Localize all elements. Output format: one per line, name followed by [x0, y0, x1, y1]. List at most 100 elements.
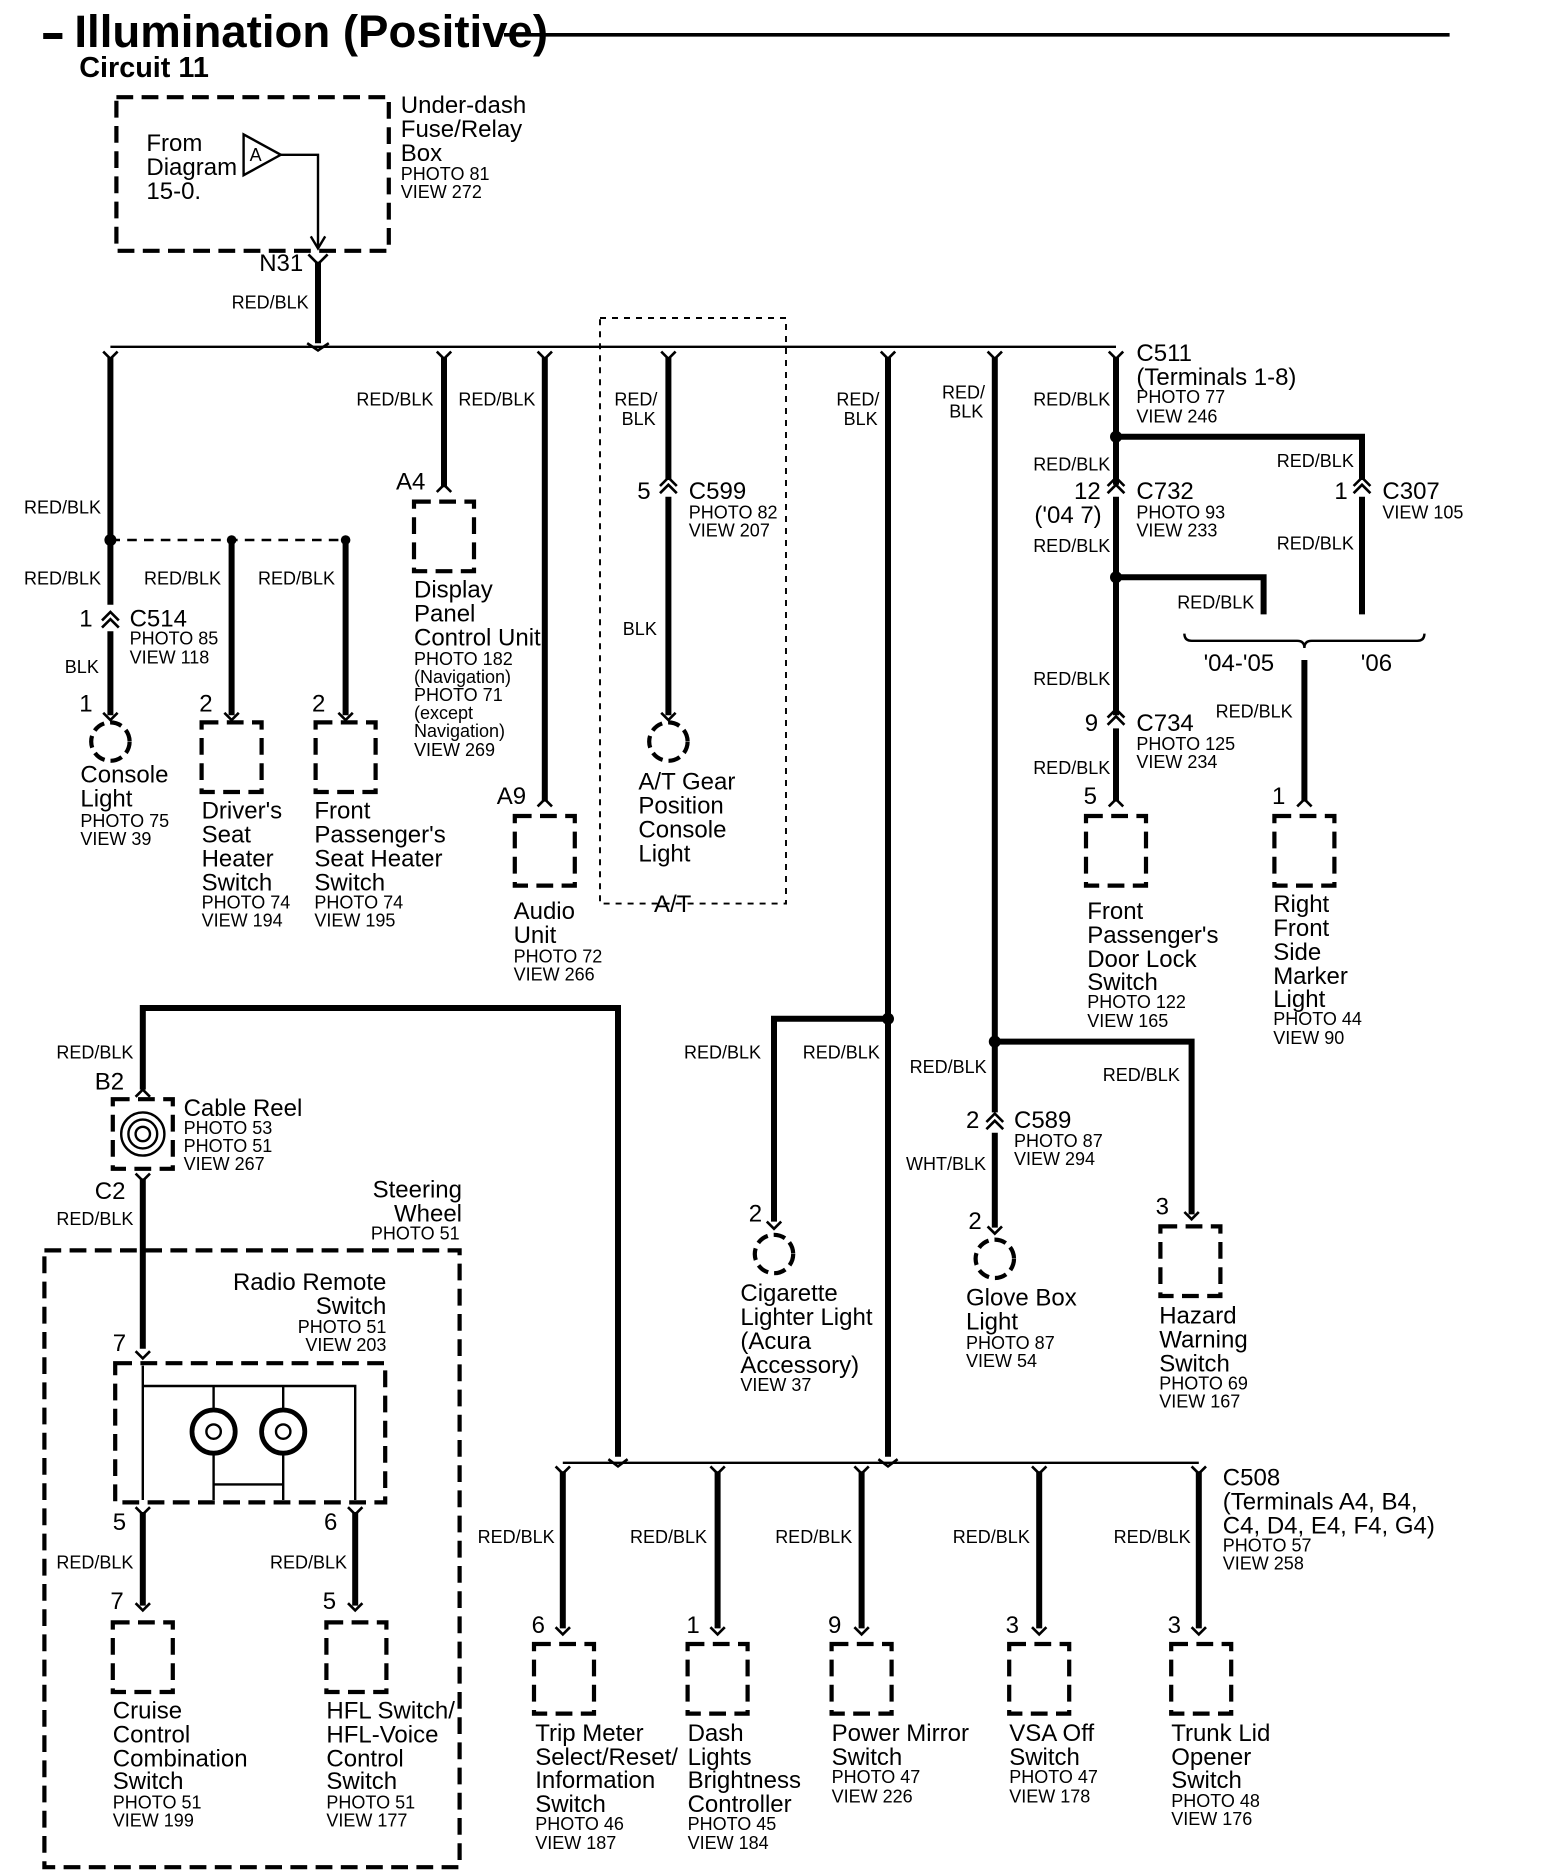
driver-seat-pin: 2 [199, 691, 212, 718]
wire-cable-feed [139, 1005, 622, 1457]
wire-label-dash: RED/BLK [630, 1527, 707, 1547]
c589-name: C589 [1014, 1107, 1071, 1134]
c599-pin: 5 [637, 478, 650, 505]
cable-reel-name: Cable Reel [184, 1095, 303, 1122]
wire-label-glove: RED/BLK [942, 382, 985, 421]
year-brace [1183, 633, 1426, 649]
c511-name: C511 [1136, 340, 1192, 367]
c514-name: C514 [130, 605, 187, 632]
hazard-warning-switch [1158, 1224, 1223, 1299]
c732-connector-icon [1106, 475, 1126, 495]
wire-label-cruise: RED/BLK [56, 1552, 133, 1572]
at-label: A/T [654, 891, 692, 918]
wire-label-fpdl-branch: RED/BLK [1177, 592, 1254, 612]
driver-seat-heater-switch [199, 720, 264, 795]
rfsm-pin: 1 [1272, 783, 1285, 810]
wire-label-c732-low: RED/BLK [1033, 536, 1110, 556]
wire-label-driver-seat: RED/BLK [144, 568, 221, 588]
steering-wheel-box [42, 1248, 462, 1870]
wire-label-cable-top: RED/BLK [56, 1042, 133, 1062]
cig-pin-icon [765, 1220, 783, 1231]
rfsm-pin-icon [1296, 797, 1313, 808]
cruise-control-switch [110, 1620, 175, 1695]
hfl-pin: 5 [323, 1588, 336, 1615]
radio-remote-pin-top: 7 [113, 1330, 126, 1357]
pass-seat-pin: 2 [312, 691, 325, 718]
wire-label-trunk: RED/BLK [1114, 1527, 1191, 1547]
c508-sub: (Terminals A4, B4,C4, D4, E4, F4, G4) [1223, 1489, 1435, 1540]
wire-label-glove-top: RED/BLK [910, 1057, 987, 1077]
trunk-lid-opener-switch [1169, 1641, 1234, 1716]
dash-pin-icon [709, 1626, 726, 1637]
cruise-pin-icon [134, 1602, 151, 1613]
from-diagram-arrow-icon [242, 132, 284, 178]
c307-ref: VIEW 105 [1382, 502, 1463, 522]
cable-reel-box [110, 1097, 175, 1171]
pass-seat-pin-icon [337, 711, 354, 722]
fpdl-pin-icon [1107, 797, 1125, 808]
audio-pin: A9 [497, 783, 526, 810]
cig-pin: 2 [749, 1201, 762, 1228]
at-box [599, 317, 787, 905]
wire-0405-branch [1116, 574, 1267, 615]
bus2-joint-740-icon [877, 1458, 899, 1469]
fuse-arrow-icon [309, 235, 327, 251]
wire-label-c511: RED/BLK [1033, 390, 1110, 410]
dash-lights-controller [685, 1641, 750, 1716]
wire-label-mirror: RED/BLK [775, 1527, 852, 1547]
trunk-pin: 3 [1168, 1612, 1181, 1639]
c599-name: C599 [689, 478, 746, 505]
audio-pin-icon [536, 797, 553, 808]
c307-name: C307 [1382, 478, 1439, 505]
wire-label-c732-top: RED/BLK [1033, 454, 1110, 474]
c514-connector-icon [101, 610, 120, 629]
rrs-bulb-2-icon [259, 1407, 308, 1456]
hazard-pin: 3 [1156, 1193, 1169, 1220]
from-symbol: A [250, 145, 262, 165]
hfl-switch [324, 1620, 389, 1695]
c514-pin: 1 [79, 605, 92, 632]
wire-label-cig-r: RED/BLK [803, 1042, 880, 1062]
rrs-int-top [142, 1384, 357, 1501]
c732-name: C732 [1136, 478, 1193, 505]
wire-label-at: RED/BLK [614, 390, 657, 429]
wire-label-hazard: RED/BLK [1103, 1065, 1180, 1085]
cable-reel-top-pin-icon [134, 1087, 151, 1098]
glove-pin: 2 [968, 1208, 981, 1235]
mirror-pin-icon [853, 1626, 870, 1637]
c734-name: C734 [1136, 710, 1193, 737]
wire-label-console-b: BLK [65, 657, 99, 677]
wire-label-cig: RED/BLK [836, 390, 879, 429]
wire-label-glove-low: WHT/BLK [906, 1154, 986, 1174]
trip-pin: 6 [532, 1612, 545, 1639]
year-06: '06 [1361, 650, 1392, 677]
glove-pin-icon [986, 1225, 1003, 1236]
mirror-pin: 9 [828, 1612, 841, 1639]
audio-unit [512, 813, 577, 888]
c734-pin: 9 [1085, 710, 1098, 737]
wire-label-hfl: RED/BLK [270, 1552, 347, 1572]
